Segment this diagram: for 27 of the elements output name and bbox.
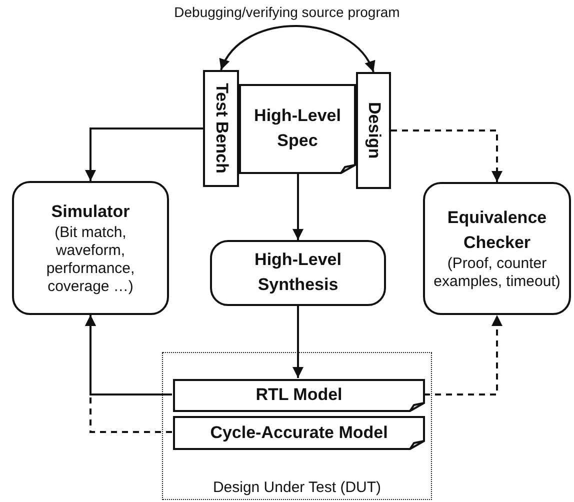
process-box — [12, 181, 169, 315]
arrow — [391, 130, 502, 182]
node-title: Simulator — [51, 200, 130, 223]
node-title: Cycle-Accurate Model — [210, 422, 388, 444]
arrow — [292, 174, 304, 240]
node-description: (Bit match, waveform, performance, coverage …) — [45, 224, 136, 296]
process-box — [423, 182, 571, 315]
node-title: High-Level Synthesis — [254, 249, 342, 296]
node-title: Test Bench — [211, 83, 232, 174]
arrow — [85, 128, 203, 181]
node-title: Equivalence Checker — [446, 206, 548, 254]
document-box — [173, 379, 425, 412]
node-title: Design Under Test (DUT) — [212, 479, 382, 497]
document-box — [239, 84, 356, 174]
node-description: (Proof, counter examples, timeout) — [432, 255, 562, 292]
dotted-group-box — [162, 352, 432, 500]
arrow — [424, 315, 502, 396]
node-title: Design — [364, 102, 385, 159]
arrow — [292, 306, 304, 378]
node-title: High-Level Spec — [253, 105, 342, 152]
arrow — [85, 315, 172, 433]
node-title: RTL Model — [256, 384, 342, 406]
vertical-label-box — [356, 72, 391, 189]
vertical-label-box — [203, 70, 239, 187]
arrow — [220, 25, 374, 72]
document-box — [173, 416, 425, 450]
process-box — [210, 240, 386, 306]
